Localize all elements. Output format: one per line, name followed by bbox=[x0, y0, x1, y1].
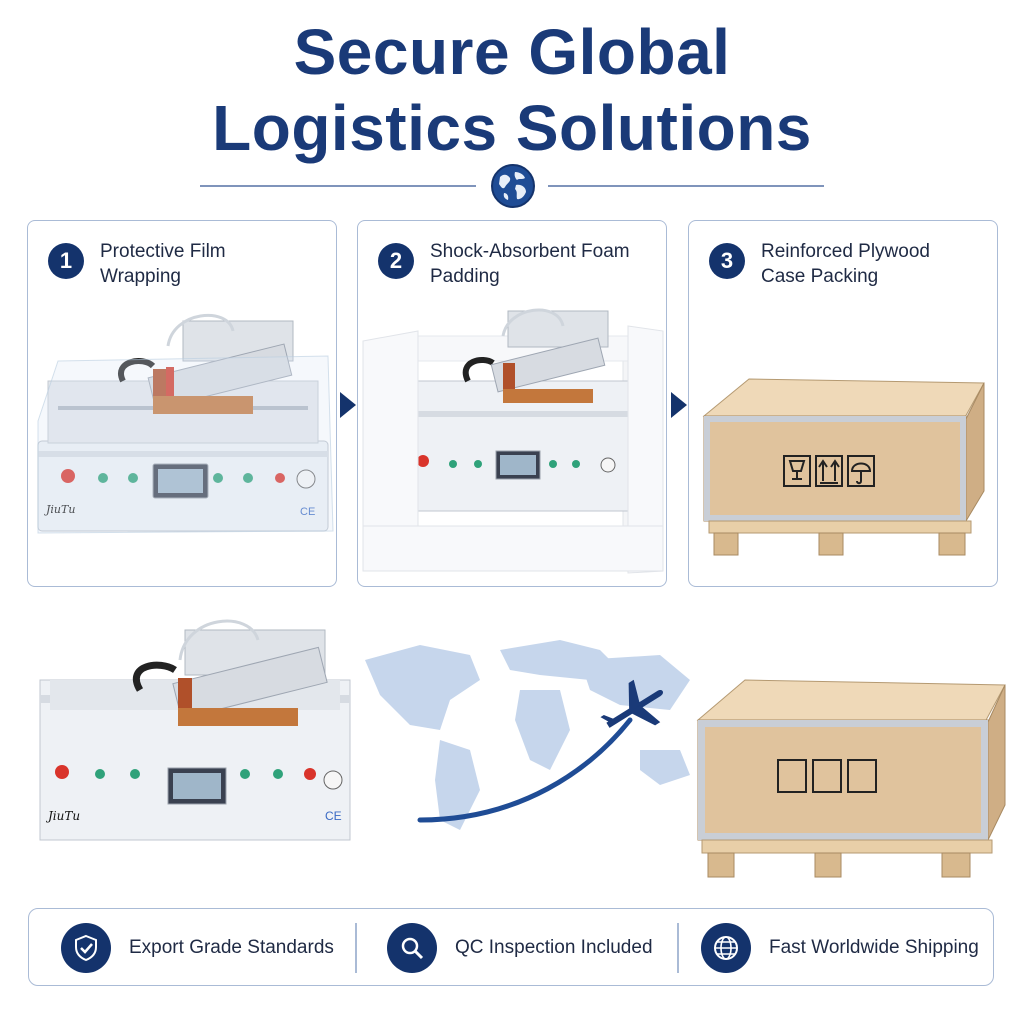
features-bar: Export Grade Standards QC Inspection Inc… bbox=[28, 908, 994, 986]
divider-line-right bbox=[548, 185, 824, 187]
step-card-plywood-case: 3 Reinforced Plywood Case Packing bbox=[688, 220, 998, 587]
ce-mark: CE bbox=[300, 506, 315, 518]
feature-label: Fast Worldwide Shipping bbox=[769, 937, 979, 958]
divider-line-left bbox=[200, 185, 476, 187]
page-title: Secure Global Logistics Solutions bbox=[0, 14, 1024, 166]
plywood-crate-illustration bbox=[696, 679, 1006, 878]
step-label: Shock-Absorbent Foam Padding bbox=[430, 241, 630, 287]
magnifier-icon bbox=[387, 923, 437, 973]
step-number-badge: 3 bbox=[709, 243, 745, 279]
title-line-2: Logistics Solutions bbox=[212, 92, 812, 164]
ce-mark: CE bbox=[325, 809, 342, 823]
step-label: Reinforced Plywood Case Packing bbox=[761, 241, 930, 287]
feature-label: Export Grade Standards bbox=[129, 937, 334, 958]
airplane-icon bbox=[600, 679, 664, 728]
step-arrow-icon bbox=[340, 392, 356, 418]
globe-icon bbox=[491, 164, 535, 208]
step-card-foam-padding: 2 Shock-Absorbent Foam Padding bbox=[357, 220, 667, 587]
title-line-1: Secure Global bbox=[293, 16, 731, 88]
step-number-badge: 2 bbox=[378, 243, 414, 279]
step-number-badge: 1 bbox=[48, 243, 84, 279]
brand-mark: JiuTu bbox=[45, 809, 80, 823]
feature-separator bbox=[355, 923, 357, 973]
brand-mark: JiuTu bbox=[44, 503, 75, 516]
step-header: 3 Reinforced Plywood Case Packing bbox=[709, 239, 987, 299]
feature-qc-inspection: QC Inspection Included bbox=[387, 909, 653, 987]
world-map-dots bbox=[365, 640, 690, 830]
feature-worldwide-shipping: Fast Worldwide Shipping bbox=[701, 909, 979, 987]
feature-export-grade: Export Grade Standards bbox=[61, 909, 334, 987]
title-divider bbox=[200, 163, 824, 208]
step-label: Protective Film Wrapping bbox=[100, 241, 226, 287]
foam-padded-machine-illustration bbox=[362, 308, 664, 574]
step-arrow-icon bbox=[671, 392, 687, 418]
step-card-film-wrapping: 1 Protective Film Wrapping JiuTu CE bbox=[27, 220, 337, 587]
step-header: 1 Protective Film Wrapping bbox=[48, 239, 326, 299]
step-header: 2 Shock-Absorbent Foam Padding bbox=[378, 239, 656, 299]
shield-check-icon bbox=[61, 923, 111, 973]
feature-label: QC Inspection Included bbox=[455, 937, 653, 958]
shipping-hero-illustration: JiuTu CE bbox=[39, 619, 1006, 878]
globe-icon bbox=[701, 923, 751, 973]
feature-separator bbox=[677, 923, 679, 973]
flight-trail bbox=[417, 717, 633, 823]
plywood-crate-illustration bbox=[702, 378, 985, 556]
wrapped-machine-illustration: JiuTu CE bbox=[37, 314, 334, 534]
machine-illustration: JiuTu CE bbox=[39, 619, 351, 841]
